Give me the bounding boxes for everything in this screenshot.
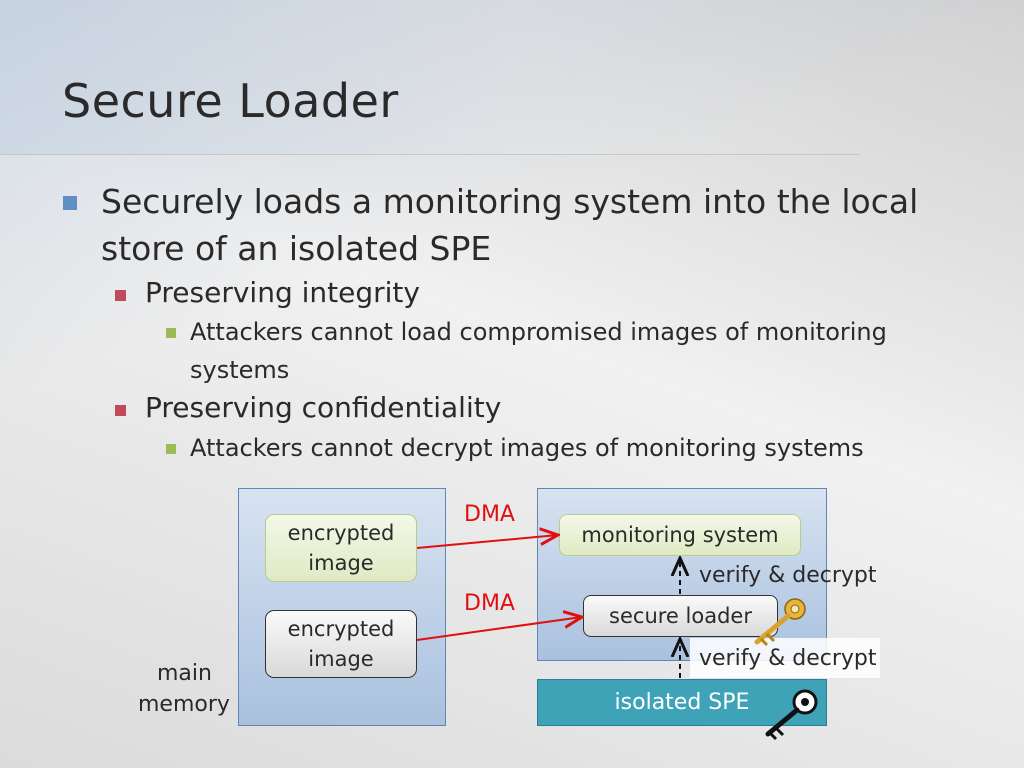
encrypted-image-bottom-line1: encrypted [287, 617, 395, 641]
bullet-sub-confidentiality: Preserving confidentiality [145, 391, 502, 424]
black-key-icon [765, 689, 818, 741]
encrypted-image-top: encrypted image [265, 514, 417, 582]
bullet-integrity-detail-line1: Attackers cannot load compromised images… [190, 318, 887, 346]
bullet-level3-marker [166, 328, 176, 338]
dma-arrow-top [416, 535, 558, 549]
main-memory-label-line1: main [157, 661, 212, 686]
bullet-level1-marker [63, 196, 77, 210]
bullet-sub-integrity: Preserving integrity [145, 276, 420, 309]
verify-decrypt-top-label: verify & decrypt [699, 563, 877, 588]
slide-title: Secure Loader [62, 74, 399, 128]
monitoring-system-label: monitoring system [581, 523, 779, 547]
bullet-integrity-detail-line2: systems [190, 356, 290, 384]
encrypted-image-top-line2: image [308, 551, 374, 575]
bullet-level2-marker [115, 405, 126, 416]
monitoring-system-box: monitoring system [559, 514, 801, 556]
encrypted-image-bottom-line2: image [308, 647, 374, 671]
isolated-spe-box: isolated SPE [537, 679, 827, 726]
encrypted-image-bottom: encrypted image [265, 610, 417, 678]
isolated-spe-label: isolated SPE [614, 690, 750, 715]
dma-bottom-label: DMA [464, 591, 515, 616]
bullet-main-line1: Securely loads a monitoring system into … [101, 182, 919, 221]
bullet-level3-marker [166, 444, 176, 454]
title-band [0, 0, 860, 155]
dma-arrow-bottom [416, 617, 582, 641]
bullet-main-line2: store of an isolated SPE [101, 229, 492, 268]
encrypted-image-top-line1: encrypted [287, 521, 395, 545]
bullet-confidentiality-detail: Attackers cannot decrypt images of monit… [190, 434, 864, 462]
main-memory-label-line2: memory [138, 692, 230, 717]
bullet-level2-marker [115, 290, 126, 301]
verify-decrypt-bottom-label: verify & decrypt [699, 646, 877, 671]
secure-loader-label: secure loader [609, 604, 752, 628]
secure-loader-box: secure loader [583, 595, 778, 637]
verify-decrypt-bottom-background [690, 638, 880, 678]
dma-top-label: DMA [464, 502, 515, 527]
gold-key-icon [754, 598, 806, 647]
